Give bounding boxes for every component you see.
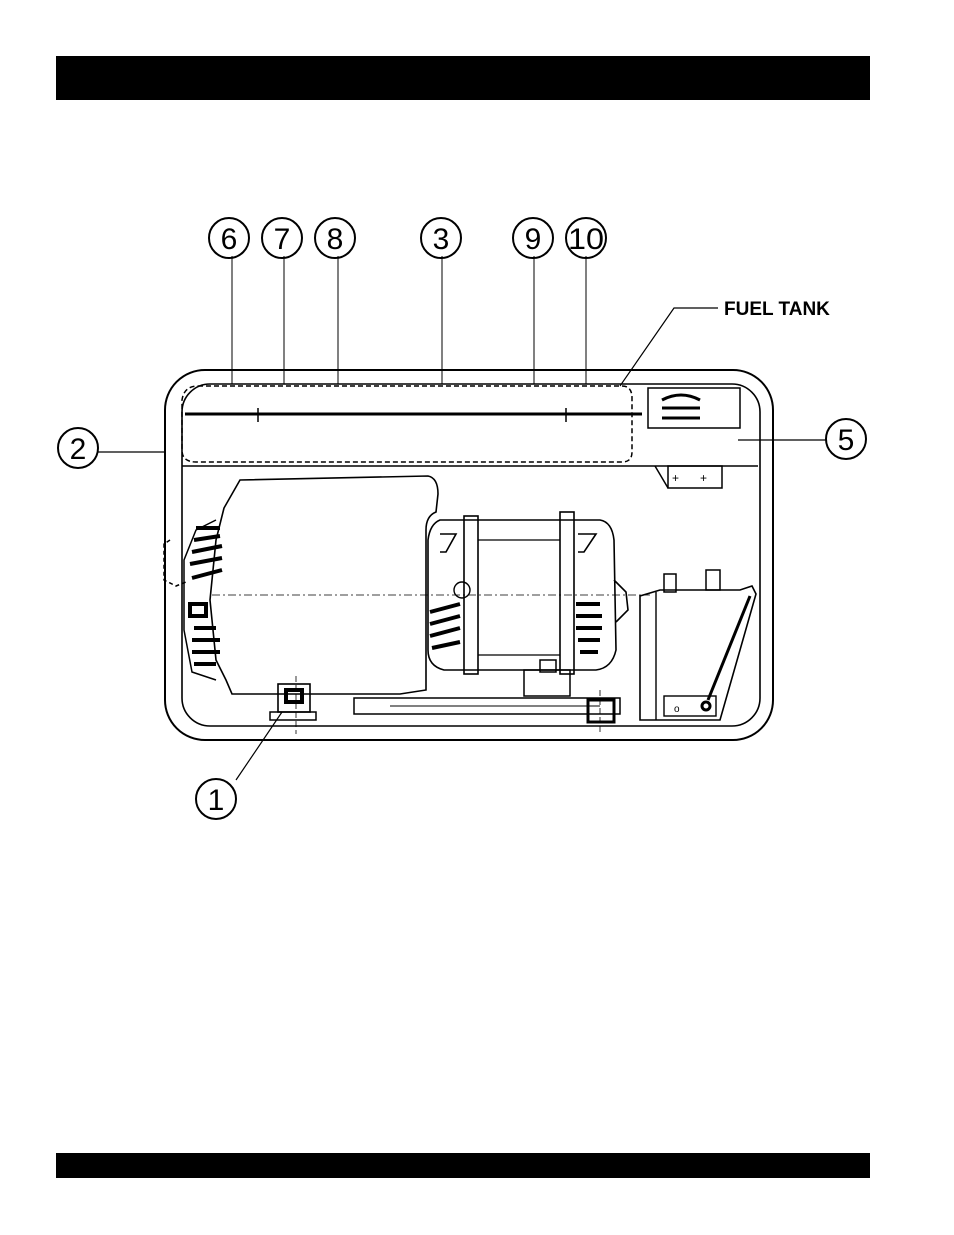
callout-8-label: 8 xyxy=(327,223,344,256)
callout-5-label: 5 xyxy=(838,424,855,457)
fuel-tank-outline xyxy=(182,386,632,462)
svg-text:+: + xyxy=(672,471,679,485)
svg-text:o: o xyxy=(674,704,680,715)
callout-1-label: 1 xyxy=(208,784,225,817)
callout-3-label: 3 xyxy=(433,223,450,256)
frame-outer xyxy=(165,370,773,740)
callout-9-label: 9 xyxy=(525,223,542,256)
engine-block xyxy=(210,476,438,694)
footer-bar xyxy=(56,1153,870,1178)
control-box xyxy=(640,586,756,720)
svg-text:+: + xyxy=(700,471,707,485)
callout-7-label: 7 xyxy=(274,223,291,256)
callout-2-label: 2 xyxy=(70,433,87,466)
callout-6-label: 6 xyxy=(221,223,238,256)
fuel-tank-label: FUEL TANK xyxy=(724,299,830,320)
callout-10-label: 10 xyxy=(568,223,604,256)
